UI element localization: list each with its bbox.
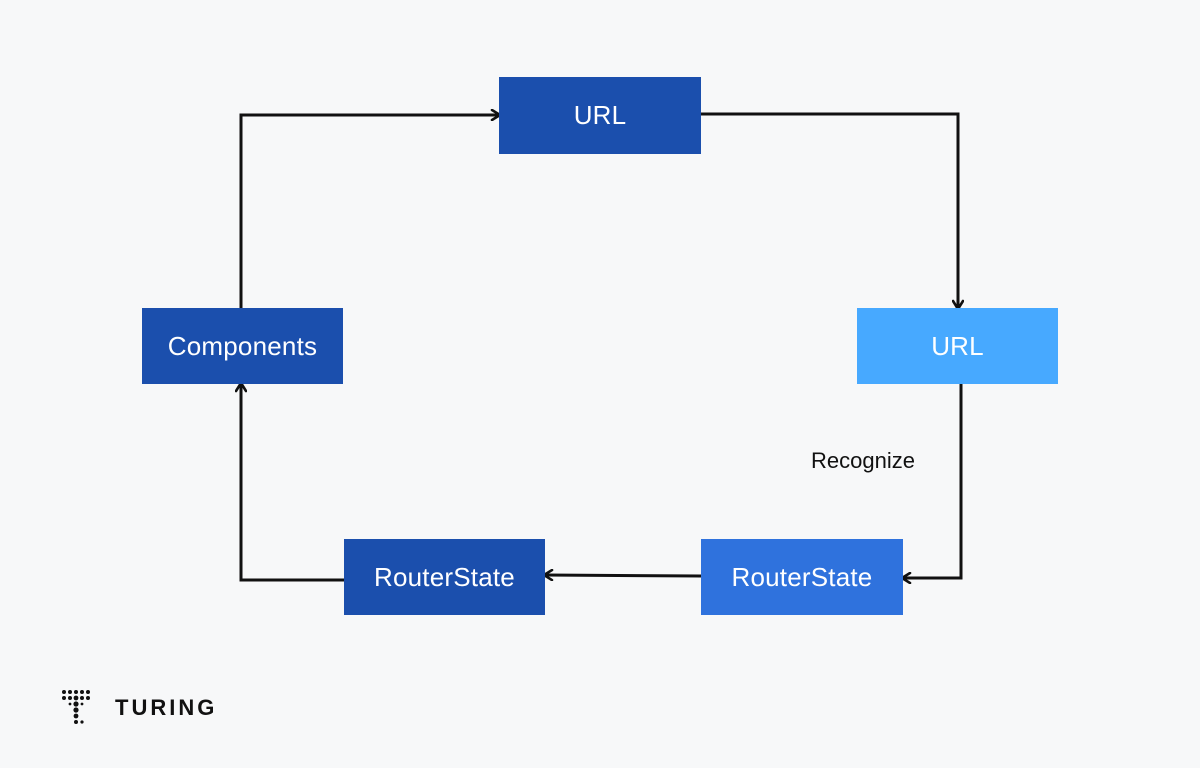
arrow-components-to-url bbox=[239, 115, 499, 308]
recognize-edge-label: Recognize bbox=[811, 448, 915, 473]
arrow-routerstate-to-routerstate bbox=[545, 575, 702, 576]
arrow-recognize bbox=[903, 384, 963, 578]
url-node-top: URL bbox=[499, 77, 701, 154]
turing-logo: TURING bbox=[62, 690, 217, 726]
routerstate-node-right: RouterState bbox=[701, 539, 903, 615]
url-node-right: URL bbox=[857, 308, 1058, 384]
arrow-routerstate-to-components bbox=[241, 384, 344, 582]
turing-t-dots-icon bbox=[62, 690, 90, 724]
components-node: Components bbox=[142, 308, 343, 384]
arrow-url-to-url bbox=[701, 112, 958, 308]
logo-wordmark: TURING bbox=[115, 695, 218, 720]
routerstate-node-left: RouterState bbox=[344, 539, 545, 615]
